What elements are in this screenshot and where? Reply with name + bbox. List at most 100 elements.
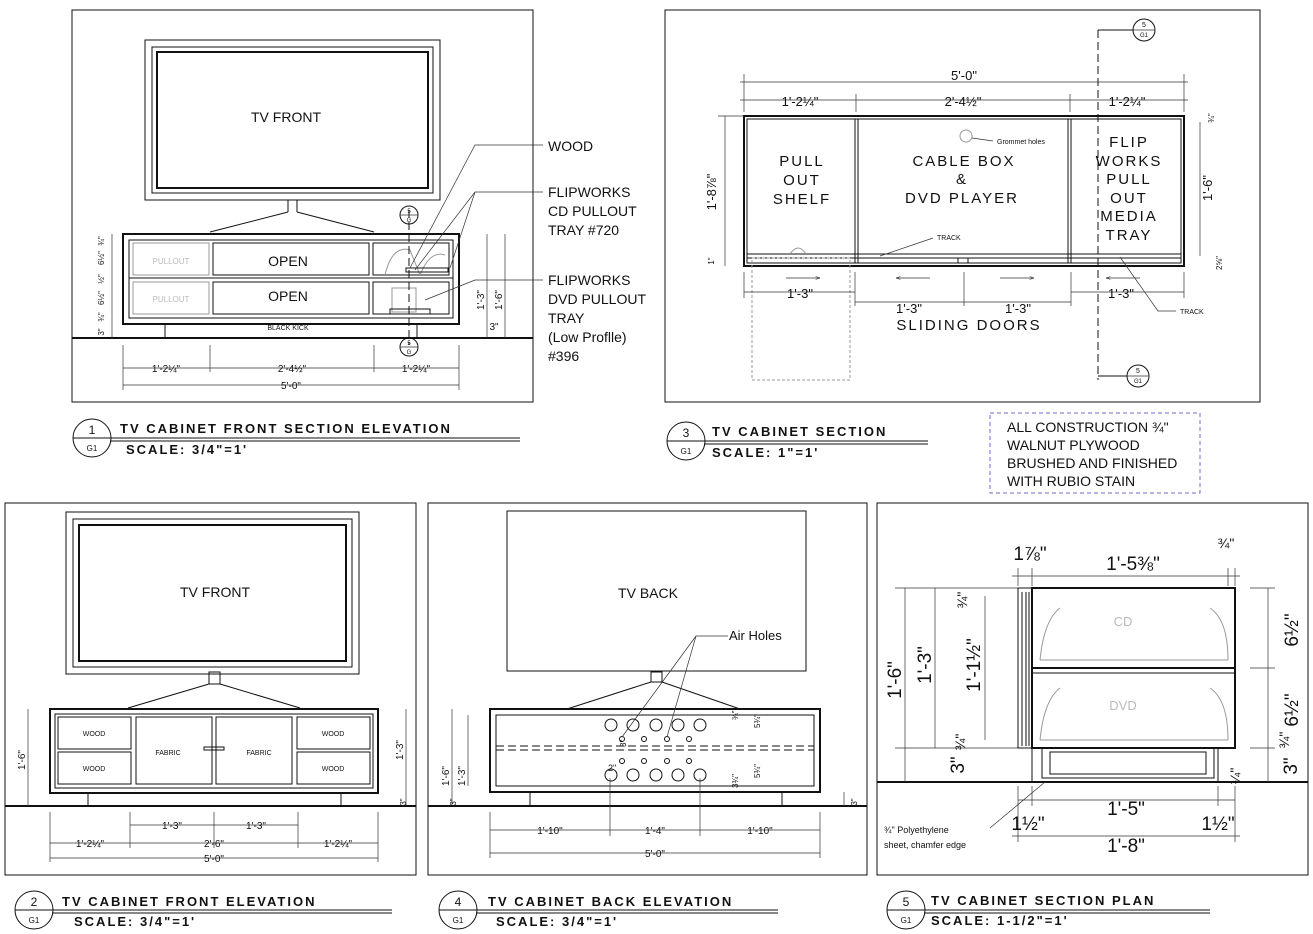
view-5-scale: SCALE: 1-1/2"=1' [931, 913, 1069, 928]
dim-v1-l4: 6½" [97, 291, 106, 305]
dim-v5-r5: ¼" [1227, 768, 1243, 785]
shelf-line3: SHELF [773, 191, 831, 208]
dim-v5-b2: 1'-8" [1107, 836, 1145, 857]
dim-v4-hole-b: ¾" [731, 710, 740, 720]
dim-v4-hole-d: 5¾" [753, 764, 762, 778]
dim-v5-l2: ¾" [952, 734, 968, 751]
section-marker-top-sheet: G [407, 218, 412, 224]
dim-v4-kick-right: 3" [850, 798, 859, 805]
grommet-label: Grommet holes [997, 139, 1045, 146]
pullout-label-top: PULLOUT [153, 257, 190, 266]
cable-line3: DVD PLAYER [905, 190, 1019, 207]
tv-back-label: TV BACK [618, 585, 679, 601]
fabric-label-2: FABRIC [246, 750, 271, 757]
view-4-scale: SCALE: 3/4"=1' [496, 914, 618, 929]
dim-v1-total: 5'-0" [281, 381, 301, 392]
dim-v3-r2: 2⅝" [1215, 256, 1224, 270]
dim-v1-l2: 6½" [97, 251, 106, 265]
wood-label-2: WOOD [83, 766, 106, 773]
view-5-num: 5 [903, 895, 910, 909]
cabinet-body [122, 233, 460, 325]
tv-outline-2 [65, 511, 360, 675]
note-dvd-line1: FLIPWORKS [548, 272, 630, 288]
dim-v3-s4: 1'-3" [1108, 286, 1134, 301]
dim-v3-s2: 1'-3" [896, 301, 922, 316]
note-dvd-line3: TRAY [548, 310, 585, 326]
cd-label: CD [1114, 614, 1133, 629]
air-holes-label: Air Holes [729, 628, 782, 643]
note-cd-line2: CD PULLOUT [548, 203, 637, 219]
view-2-title: TV CABINET FRONT ELEVATION [62, 894, 316, 909]
cable-line1: CABLE BOX [912, 153, 1015, 170]
dim-v5-b1: 1'-5" [1107, 799, 1145, 820]
dim-v1-l5: ¾" [97, 312, 106, 322]
dim-v5-h3: 1'-1½" [964, 638, 985, 692]
cut-marker-bottom-num: 5 [1136, 368, 1140, 375]
wood-label-3: WOOD [322, 731, 345, 738]
flip-line4: OUT [1110, 190, 1148, 207]
view-3-section: PULL OUT SHELF CABLE BOX & DVD PLAYER FL… [664, 9, 1261, 461]
dim-v4-d3: 1'-10" [747, 826, 773, 837]
dim-v5-top-right: ¾" [1218, 535, 1235, 551]
cabinet-body-2 [49, 708, 379, 794]
dim-v4-hole-f: 2" [608, 763, 616, 773]
dim-v1-right: 1'-2¼" [402, 363, 431, 375]
dim-v4-total: 5'-0" [645, 849, 665, 860]
view-4-title: TV CABINET BACK ELEVATION [488, 894, 733, 909]
flip-line3: PULL [1106, 171, 1152, 188]
note-line2: WALNUT PLYWOOD [1007, 437, 1140, 453]
view-5-section-plan: CD DVD 1⅞" 1'-5⅜" ¾" 1'-6" 1'-3" 1'-1½" … [876, 502, 1309, 930]
wood-label-4: WOOD [322, 766, 345, 773]
dim-v5-h1: 1'-6" [885, 661, 906, 699]
shelf-line2: OUT [783, 172, 821, 189]
dim-v4-h2: 1'-3" [457, 766, 468, 786]
view-2-sheet: G1 [29, 916, 40, 925]
view-3-scale: SCALE: 1"=1' [712, 445, 819, 460]
sliding-doors-label: SLIDING DOORS [896, 317, 1041, 334]
construction-note-box [989, 412, 1201, 494]
dim-v1-h2: 1'-6" [494, 290, 505, 310]
note-line1: ALL CONSTRUCTION ¾" [1007, 419, 1169, 435]
dim-v5-bl: 1½" [1011, 814, 1044, 835]
view-1-sheet: G1 [87, 444, 98, 453]
note-wood: WOOD [548, 138, 593, 154]
note-dvd-line4: (Low Proflle) [548, 329, 627, 345]
dim-v1-kick: 3" [489, 322, 499, 333]
dim-v5-l3: 3" [948, 756, 969, 773]
dim-v3-l1: 1" [707, 257, 716, 264]
view-3-num: 3 [683, 426, 690, 440]
section-marker-bottom-num: 5 [407, 341, 411, 347]
view-4-sheet: G1 [453, 916, 464, 925]
cut-marker-top-sheet: G1 [1140, 33, 1149, 39]
dim-v5-l1: ¾" [954, 592, 970, 609]
section-marker-bottom-sheet: G [407, 350, 412, 356]
view-5-frame [876, 502, 1309, 876]
dim-v4-hole-c: 5¾" [753, 714, 762, 728]
view-1-frame [71, 9, 534, 403]
flip-line1: FLIP [1109, 134, 1149, 151]
dim-v2-c2: 1'-3" [246, 821, 266, 832]
view-2-scale: SCALE: 3/4"=1' [74, 914, 196, 929]
open-label-bottom: OPEN [268, 288, 308, 304]
view-5-sheet: G1 [901, 916, 912, 925]
dim-v1-h1: 1'-3" [476, 290, 487, 310]
view-4-frame [427, 502, 868, 876]
tv-outline [144, 39, 441, 201]
note-dvd-line2: DVD PULLOUT [548, 291, 646, 307]
note-cd-line1: FLIPWORKS [548, 184, 630, 200]
view-1-title: TV CABINET FRONT SECTION ELEVATION [120, 421, 452, 436]
dim-v3-s3: 1'-3" [1005, 301, 1031, 316]
cut-marker-top-num: 5 [1142, 22, 1146, 29]
view-4-num: 4 [455, 895, 462, 909]
dim-v4-d1: 1'-10" [537, 826, 563, 837]
dim-v4-hole-a: 3" [619, 740, 628, 747]
view-2-front-elevation: TV FRONT WOOD WOOD FABRIC FABRIC WOOD WO… [4, 502, 417, 930]
flip-line6: TRAY [1106, 227, 1153, 244]
note-line3: BRUSHED AND FINISHED [1007, 455, 1177, 471]
dim-v4-h1: 1'-6" [441, 766, 452, 786]
dim-v2-h-left: 1'-6" [17, 750, 28, 770]
dim-v4-hole-e: 3¾" [731, 774, 740, 788]
dim-v5-r3: ¾" [1276, 732, 1292, 749]
dim-v3-h-left: 1'-8⅞" [704, 173, 719, 210]
